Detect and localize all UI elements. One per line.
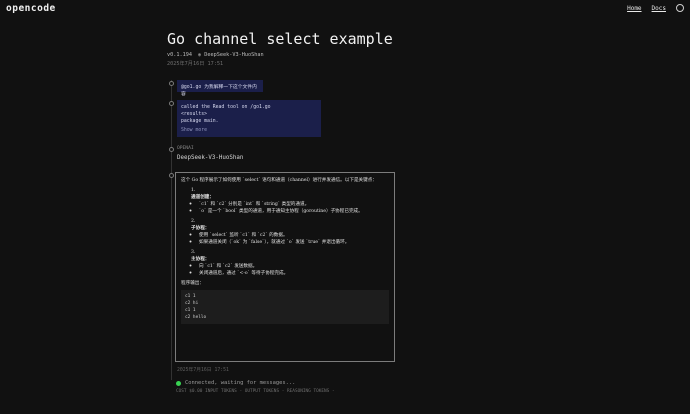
section-list: `c1` 和 `c2` 分别是 `int` 和 `string` 类型的通道。 … bbox=[181, 201, 389, 215]
code-line: c2 hello bbox=[185, 315, 207, 320]
section-number: 2. bbox=[191, 219, 196, 224]
session-date: 2025年7月16日 17:51 bbox=[167, 61, 224, 67]
version-label: v0.1.194 bbox=[167, 52, 192, 58]
section-heading: 主协程： bbox=[191, 257, 210, 262]
message-timestamp: 2025年7月16日 17:51 bbox=[177, 368, 229, 373]
assistant-response: 这个 Go 程序展示了如何使用 `select` 语句和通道（channel）进… bbox=[175, 172, 395, 362]
section-heading: 通道创建： bbox=[191, 195, 214, 200]
top-nav: Home Docs bbox=[627, 4, 684, 12]
response-icon bbox=[169, 173, 174, 178]
assistant-icon bbox=[169, 147, 174, 152]
user-message-icon bbox=[169, 81, 174, 86]
output-label: 程序输出： bbox=[181, 281, 204, 286]
code-line: c2 hi bbox=[185, 301, 199, 306]
opencode-logo[interactable]: opencode bbox=[6, 3, 56, 14]
timeline-rail bbox=[171, 80, 172, 380]
show-more-button[interactable]: Show more bbox=[181, 128, 207, 133]
list-item: `o` 是一个 `bool` 类型的通道，用于通知主协程（goroutine）子… bbox=[199, 208, 389, 215]
tool-line: called the Read tool on /go1.go bbox=[181, 105, 271, 110]
status-text: Connected, waiting for messages... bbox=[185, 380, 296, 386]
tool-line: <results> bbox=[181, 112, 207, 117]
list-item: 向 `c1` 和 `c2` 发送数据。 bbox=[199, 263, 389, 270]
list-item: 如果通道关闭（`ok` 为 `false`），就通过 `o` 发送 `true`… bbox=[199, 239, 389, 246]
tool-call-icon bbox=[169, 101, 174, 106]
usage-stats: COST $0.00 INPUT TOKENS - OUTPUT TOKENS … bbox=[176, 389, 335, 394]
list-item: `c1` 和 `c2` 分别是 `int` 和 `string` 类型的通道。 bbox=[199, 201, 389, 208]
page-title: Go channel select example bbox=[167, 30, 393, 48]
section-list: 向 `c1` 和 `c2` 发送数据。 关闭通道后，通过 `<-o` 等待子协程… bbox=[181, 263, 389, 277]
top-bar: opencode Home Docs bbox=[0, 0, 690, 18]
code-block[interactable]: c1 1 c2 hi c1 1 c2 hello bbox=[181, 290, 389, 324]
list-item: 使用 `select` 监听 `c1` 和 `c2` 的数据。 bbox=[199, 232, 389, 239]
status-dot-icon bbox=[176, 380, 181, 386]
section-number: 1. bbox=[191, 188, 196, 193]
section-list: 使用 `select` 监听 `c1` 和 `c2` 的数据。 如果通道关闭（`… bbox=[181, 232, 389, 246]
connection-status: Connected, waiting for messages... bbox=[176, 380, 295, 386]
section-number: 3. bbox=[191, 250, 196, 255]
nav-home-link[interactable]: Home bbox=[627, 4, 642, 12]
model-tag: ◉ DeepSeek-V3-HuoShan bbox=[198, 52, 264, 58]
assistant-model-label: DeepSeek-V3-HuoShan bbox=[177, 155, 244, 161]
tool-line: package main. bbox=[181, 119, 219, 124]
tool-result-box: called the Read tool on /go1.go <results… bbox=[177, 100, 321, 137]
github-icon[interactable] bbox=[676, 4, 684, 12]
code-line: c1 1 bbox=[185, 294, 196, 299]
model-tag-label: DeepSeek-V3-HuoShan bbox=[204, 52, 264, 58]
provider-label: OPENAI bbox=[177, 146, 194, 151]
model-icon: ◉ bbox=[198, 52, 205, 58]
list-item: 关闭通道后，通过 `<-o` 等待子协程完成。 bbox=[199, 270, 389, 277]
section-heading: 子协程： bbox=[191, 226, 210, 231]
code-line: c1 1 bbox=[185, 308, 196, 313]
session-meta: v0.1.194 ◉ DeepSeek-V3-HuoShan bbox=[167, 52, 264, 58]
user-message: @go1.go 为我解释一下这个文件内容 bbox=[177, 80, 263, 97]
response-intro: 这个 Go 程序展示了如何使用 `select` 语句和通道（channel）进… bbox=[181, 178, 377, 183]
nav-docs-link[interactable]: Docs bbox=[651, 4, 666, 12]
